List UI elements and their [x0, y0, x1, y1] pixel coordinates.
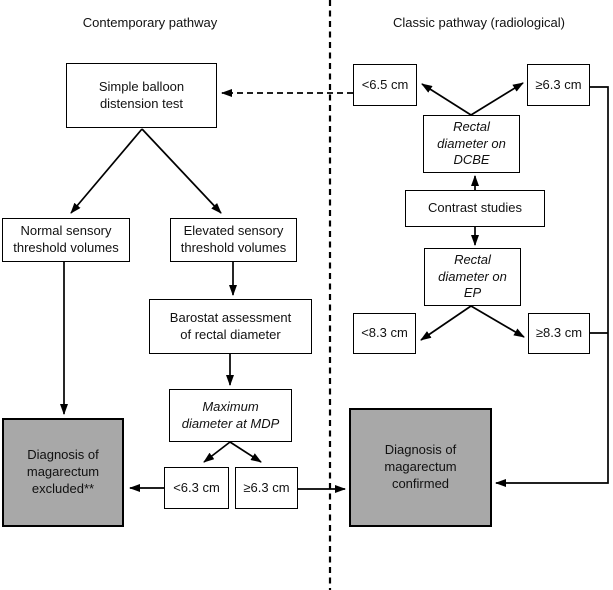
node-ge-6-3-cm-left: ≥6.3 cm [235, 467, 298, 509]
node-lt-6-3-cm: <6.3 cm [164, 467, 229, 509]
connector-mdp-to-ge63 [229, 441, 262, 463]
node-simple-balloon-distension-test: Simple balloon distension test [66, 63, 217, 128]
connector-ep-to-ge83 [470, 305, 525, 338]
connector-ge63-right-to-confirmed [495, 86, 609, 487]
node-maximum-diameter-mdp: Maximum diameter at MDP [169, 389, 292, 442]
node-ge-8-3-cm: ≥8.3 cm [528, 313, 590, 354]
connector-balloon-to-normal [70, 128, 143, 214]
connector-ep-to-lt83 [420, 305, 472, 341]
connector-balloon-to-elevated [141, 128, 222, 214]
node-rectal-diameter-ep: Rectal diameter on EP [424, 248, 521, 306]
node-rectal-diameter-dcbe: Rectal diameter on DCBE [423, 115, 520, 173]
connector-mdp-to-lt63 [203, 441, 231, 463]
node-ge-6-3-cm-right: ≥6.3 cm [527, 64, 590, 106]
left-pathway-title: Contemporary pathway [82, 15, 218, 30]
right-pathway-title: Classic pathway (radiological) [393, 15, 565, 30]
node-diagnosis-confirmed: Diagnosis of magarectum confirmed [349, 408, 492, 527]
connector-dcbe-to-ge63-right [470, 82, 524, 116]
node-lt-6-5-cm: <6.5 cm [353, 64, 417, 106]
connector-dcbe-to-lt65 [421, 83, 472, 116]
node-diagnosis-excluded: Diagnosis of magarectum excluded** [2, 418, 124, 527]
node-contrast-studies: Contrast studies [405, 190, 545, 227]
node-lt-8-3-cm: <8.3 cm [353, 313, 416, 354]
node-barostat-assessment: Barostat assessment of rectal diameter [149, 299, 312, 354]
node-normal-sensory-threshold: Normal sensory threshold volumes [2, 218, 130, 262]
node-elevated-sensory-threshold: Elevated sensory threshold volumes [170, 218, 297, 262]
